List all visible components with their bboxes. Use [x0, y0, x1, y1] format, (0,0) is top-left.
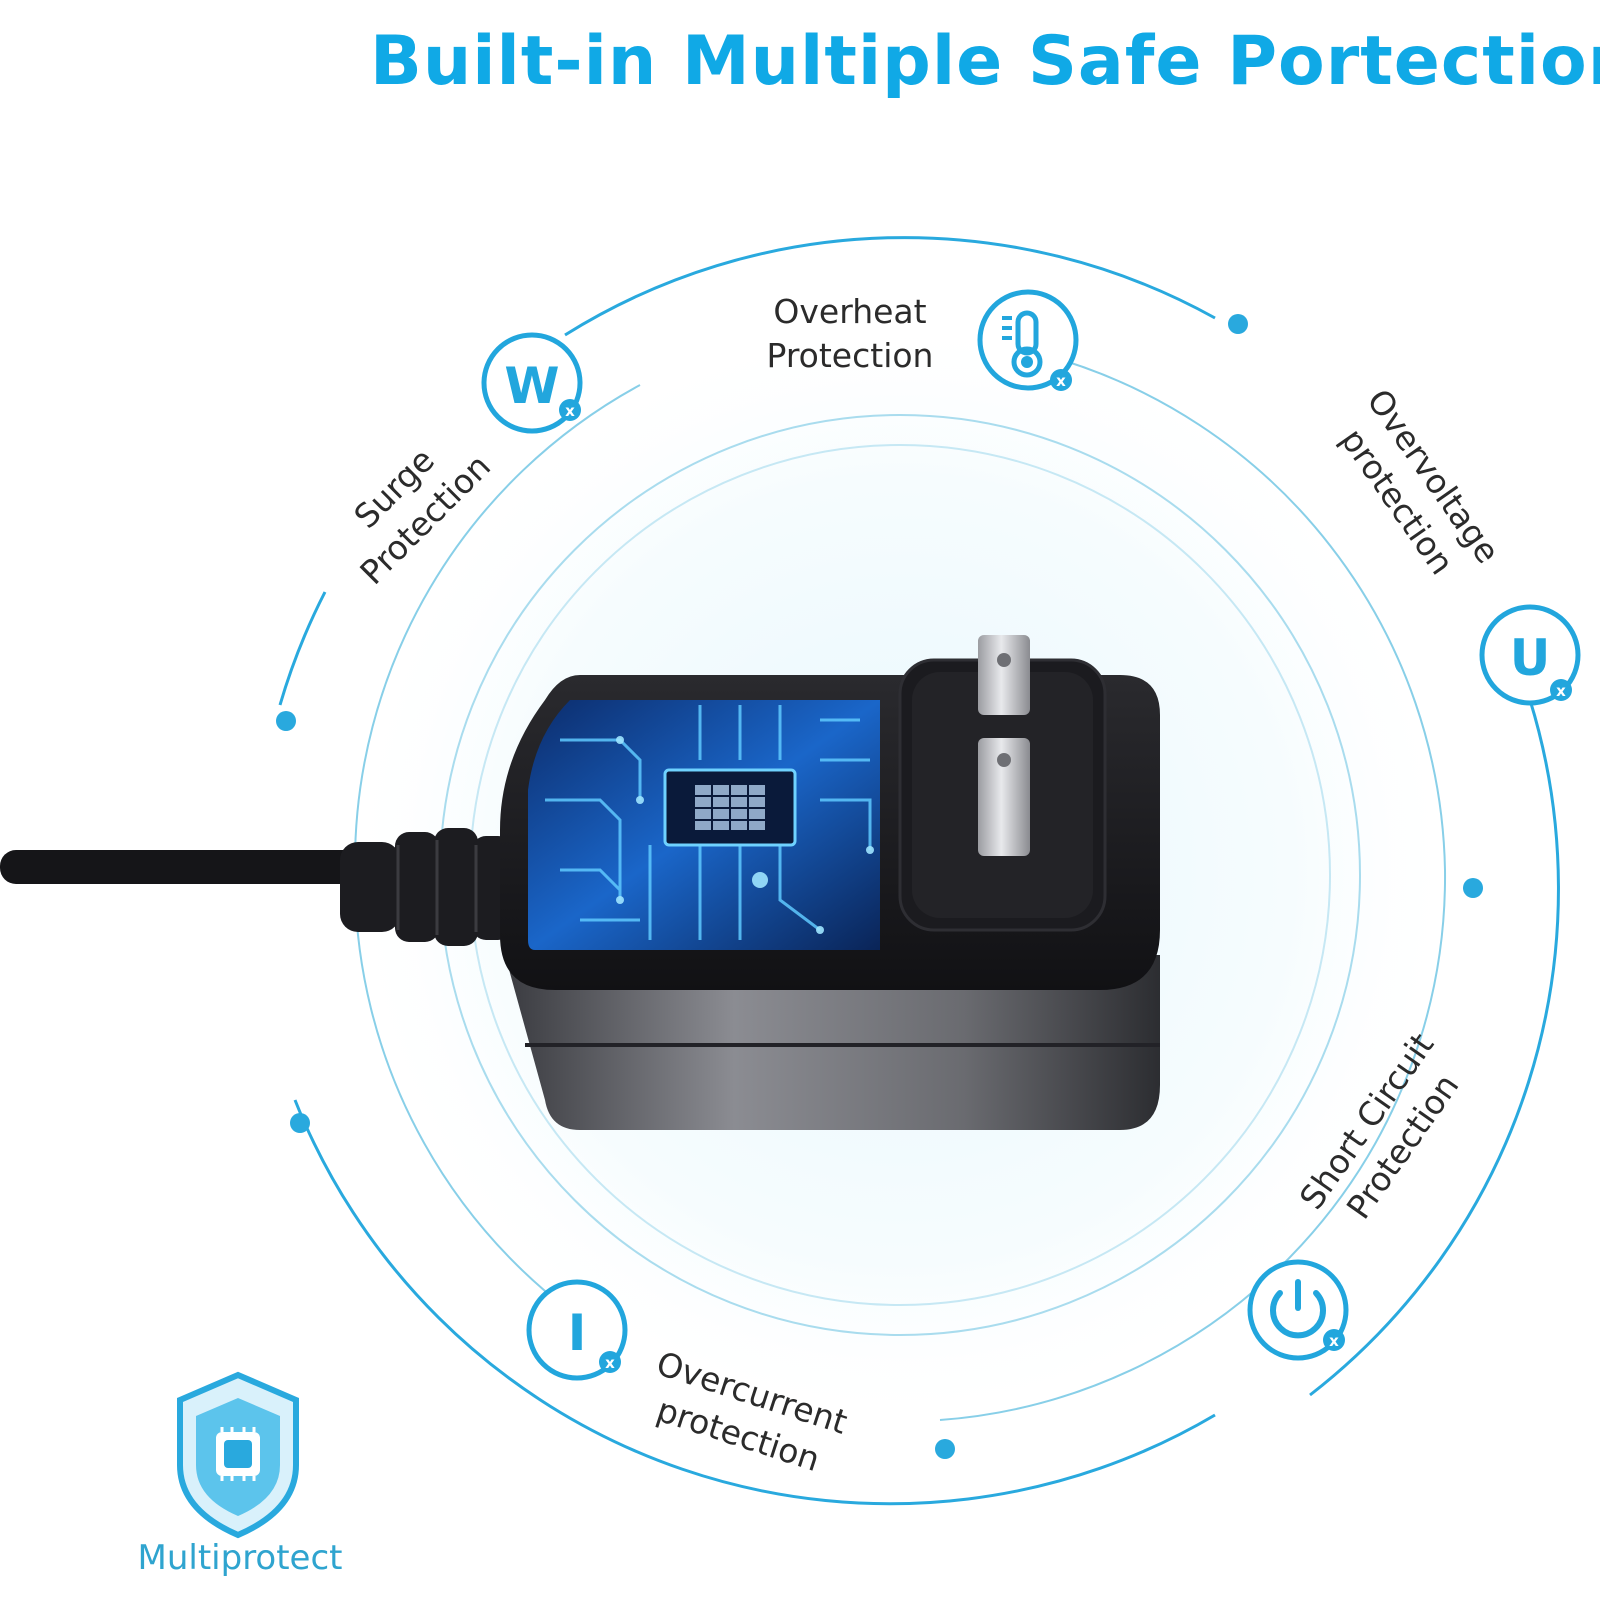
overheat-line1: Overheat	[773, 292, 927, 331]
overcurrent-icon: I x	[526, 1279, 628, 1381]
overvoltage-icon: U x	[1479, 604, 1581, 706]
power-icon: x	[1247, 1259, 1349, 1361]
svg-text:x: x	[605, 1354, 615, 1372]
thermometer-icon: x	[977, 289, 1079, 391]
shield-chip-icon	[177, 1371, 299, 1539]
surge-icon: W x	[481, 332, 583, 434]
overheat-line2: Protection	[766, 336, 934, 375]
ring-dots	[276, 314, 1483, 1459]
svg-text:x: x	[1056, 372, 1066, 390]
multiprotect-label: Multiprotect	[137, 1538, 343, 1578]
svg-text:x: x	[565, 402, 575, 420]
svg-text:x: x	[1329, 1332, 1339, 1350]
svg-text:I: I	[568, 1304, 587, 1362]
overheat-label: Overheat Protection	[745, 290, 955, 378]
power-adapter-image	[0, 635, 1160, 1130]
outer-ring	[278, 236, 1560, 1506]
page-title: Built-in Multiple Safe Portections	[370, 22, 1600, 101]
svg-text:W: W	[504, 357, 559, 415]
svg-text:x: x	[1556, 682, 1566, 700]
svg-text:U: U	[1510, 629, 1551, 687]
